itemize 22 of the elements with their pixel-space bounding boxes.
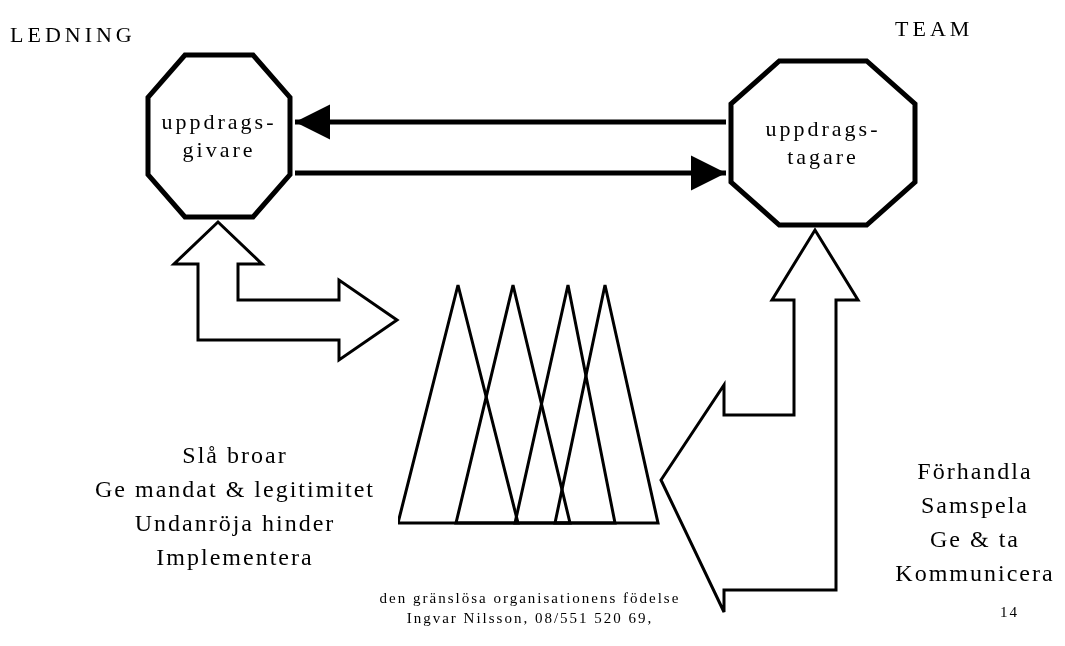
octagon-shape <box>728 58 918 228</box>
text-line: Ge & ta <box>930 526 1020 553</box>
text-line: Kommunicera <box>895 560 1055 587</box>
arrow <box>295 155 726 191</box>
block-arrow <box>659 227 861 614</box>
heading: TEAM <box>895 16 974 42</box>
node-label: uppdrags- tagare <box>764 115 882 171</box>
footer-text: Ingvar Nilsson, 08/551 520 69, <box>406 610 654 627</box>
octagon-shape <box>145 52 293 220</box>
arrow <box>295 104 726 140</box>
block-arrow <box>170 219 400 363</box>
node-label: uppdrags- givare <box>160 108 278 164</box>
text-line: Implementera <box>156 544 314 571</box>
footer-text: den gränslösa organisationens födelse <box>379 590 681 607</box>
page-number: 14 <box>1000 604 1019 621</box>
text-line: Undanröja hinder <box>134 510 336 537</box>
triangles-drawing <box>398 282 660 525</box>
text-line: Slå broar <box>182 442 288 469</box>
text-line: Ge mandat & legitimitet <box>95 476 375 503</box>
text-line: Samspela <box>921 492 1029 519</box>
text-line: Förhandla <box>917 458 1033 485</box>
heading: LEDNING <box>10 22 136 48</box>
